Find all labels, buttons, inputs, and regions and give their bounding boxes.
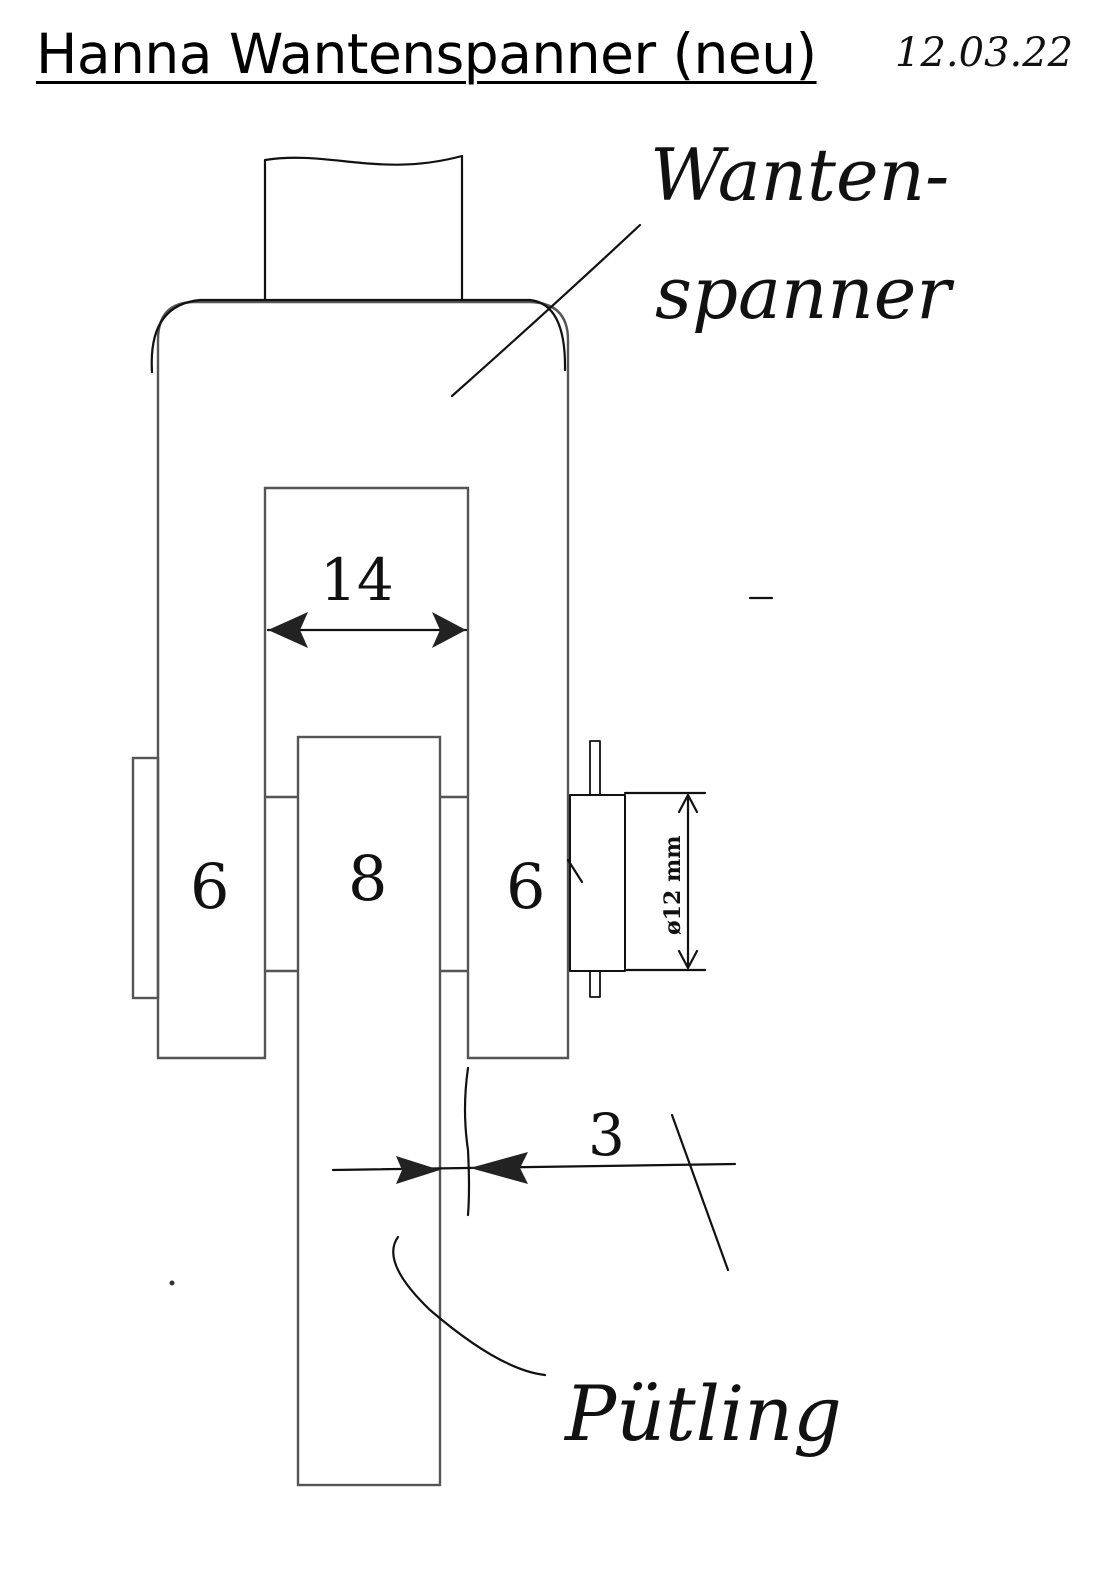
upper-shaft (263, 154, 464, 302)
clearance-dimension-line (331, 1162, 737, 1172)
diameter-arrows (677, 793, 699, 970)
bolt-pin-bottom (589, 970, 601, 998)
clearance-label: 3 (588, 1101, 625, 1169)
clearance-arrows (396, 1152, 528, 1184)
tick-mark (566, 858, 584, 884)
wantenspanner-label-line2: spanner (655, 251, 954, 335)
left-washer (131, 756, 160, 1000)
chainplate-strap (296, 735, 442, 1487)
clearance-leader (670, 1113, 730, 1272)
turnbuckle-body (156, 300, 570, 1060)
puetting-leader (392, 1235, 547, 1377)
stray-dot (169, 1280, 175, 1286)
strap-thickness: 8 (348, 842, 387, 915)
wantenspanner-leader (450, 223, 642, 398)
diameter-label: ø12 mm (660, 835, 686, 935)
wantenspanner-label-line1: Wanten- (650, 133, 949, 217)
bolt-pin-top (589, 740, 601, 796)
page-title: Hanna Wantenspanner (neu) (36, 22, 817, 86)
right-cheek-thickness: 6 (506, 850, 545, 923)
date-label: 12.03.22 (895, 30, 1073, 76)
puetting-label: Pütling (563, 1369, 842, 1458)
clearance-extension (463, 1066, 471, 1217)
width-label: 14 (320, 546, 394, 614)
turnbuckle-top-outline (150, 298, 567, 374)
bolt-head (569, 794, 626, 972)
left-cheek-thickness: 6 (190, 850, 229, 923)
